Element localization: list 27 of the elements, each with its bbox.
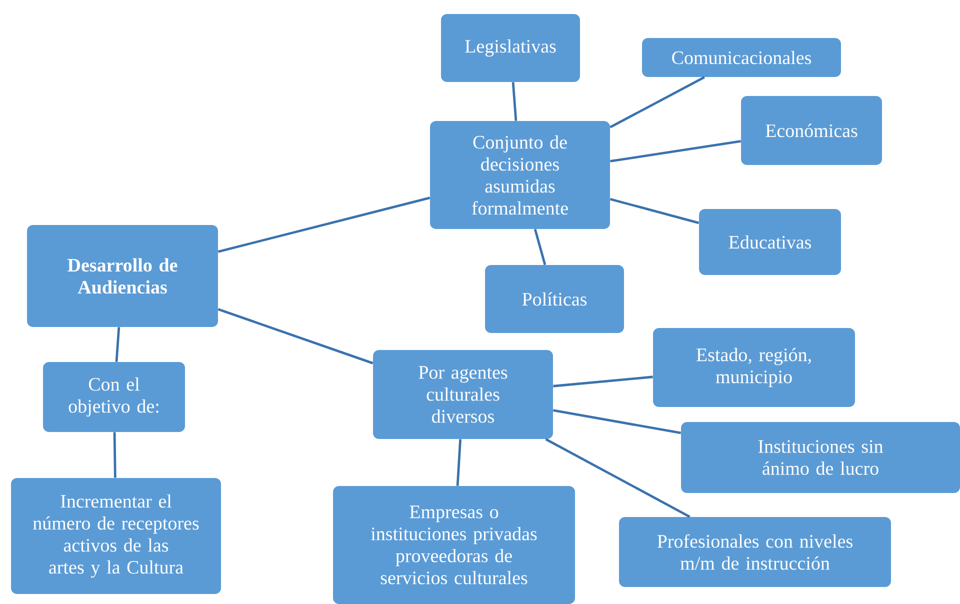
text-box: Incrementar el número de receptores activos de las artes y la Cultura [11,478,221,594]
text-box: Legislativas [441,14,580,82]
text-box: Educativas [699,209,841,275]
connector-line [218,308,374,364]
connector-line [115,327,120,362]
connector-line [113,432,116,478]
connector-line [545,438,690,518]
text-box: Comunicacionales [642,38,841,77]
text-box: Políticas [485,265,624,333]
connector-line [553,409,682,434]
connector-line [456,439,462,486]
text-box: Instituciones sin ánimo de lucro [681,422,960,493]
text-box: Conjunto de decisiones asumidas formalmente [430,121,610,229]
connector-line [610,198,700,224]
text-box: Empresas o instituciones privadas proveedoras de servicios culturales [333,486,575,604]
connector-line [534,228,546,266]
text-box: Con el objetivo de: [43,362,185,432]
connector-line [610,76,705,128]
text-box: Estado, región, municipio [653,328,855,407]
connector-line [512,82,518,121]
text-box: Desarrollo de Audiencias [27,225,218,327]
text-box: Económicas [741,96,882,165]
connector-line [553,376,653,388]
text-box: Profesionales con niveles m/m de instrucción [619,517,891,587]
text-box: Por agentes culturales diversos [373,350,553,439]
connector-line [218,196,430,253]
connector-line [610,140,741,162]
